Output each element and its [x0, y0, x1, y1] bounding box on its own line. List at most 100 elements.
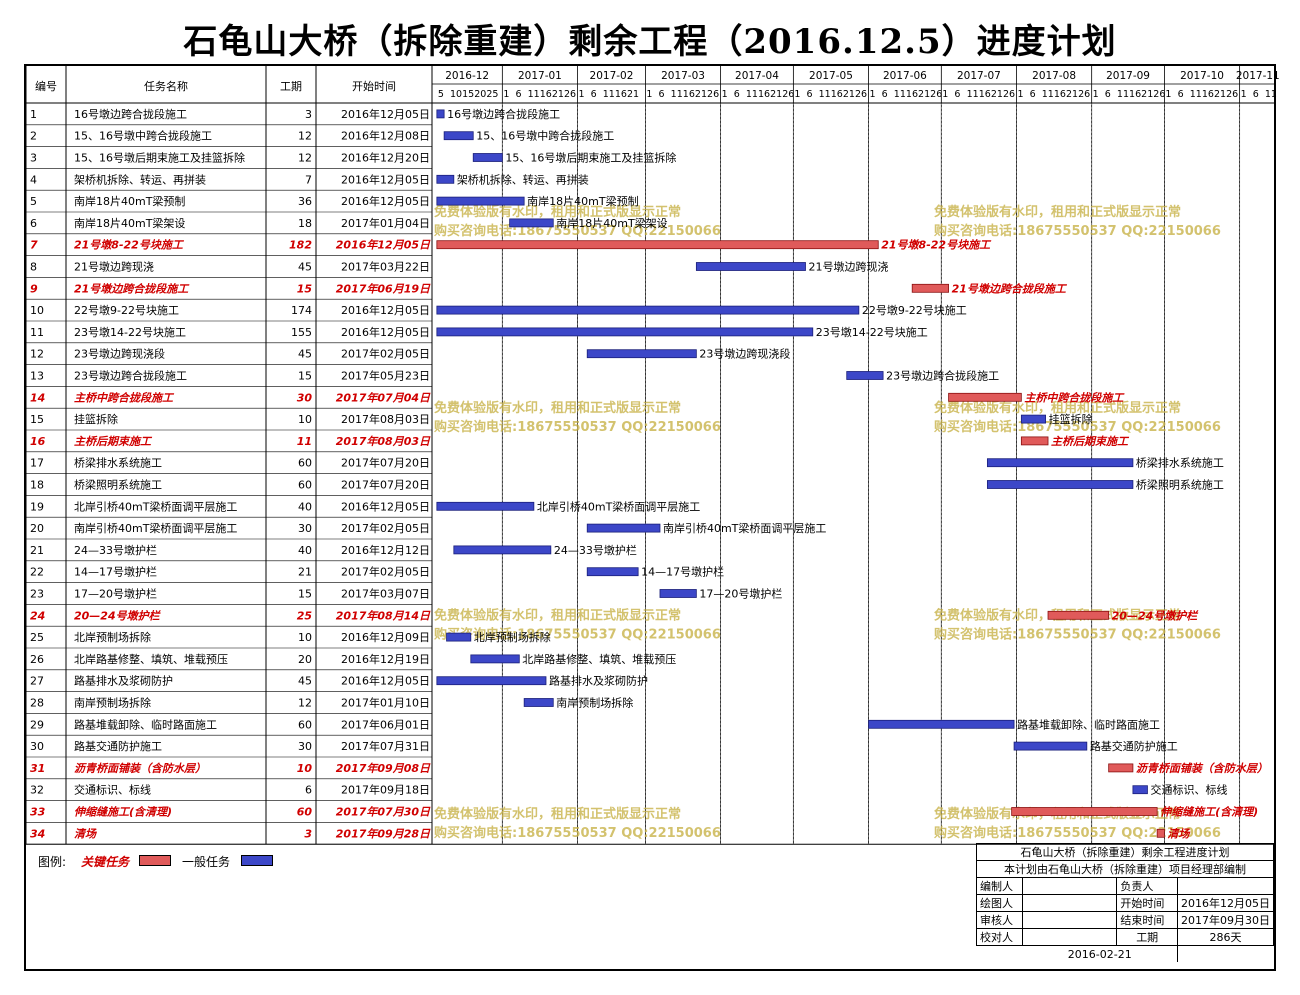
day-tick-label: 1: [503, 89, 509, 100]
day-tick-label: 6: [1178, 89, 1184, 100]
day-tick-label: 6: [1253, 89, 1259, 100]
task-id: 2: [30, 130, 37, 143]
day-tick-label: 1: [1093, 89, 1099, 100]
plan-title: 石龟山大桥（拆除重建）剩余工程进度计划: [976, 843, 1274, 861]
day-tick-label: 16: [683, 89, 695, 100]
task-bar-label: 22号墩9-22号块施工: [862, 303, 967, 317]
checker-label: 校对人: [976, 928, 1023, 946]
task-duration: 15: [297, 282, 313, 295]
normal-task-bar: [659, 589, 697, 598]
task-id: 25: [30, 631, 44, 644]
day-tick-label: 26: [1226, 89, 1238, 100]
day-tick-label: 6: [515, 89, 521, 100]
critical-task-bar: [948, 392, 1022, 402]
task-name: 23号墩边跨现浇段: [74, 347, 165, 361]
normal-task-bar: [1132, 785, 1148, 795]
day-tick-label: 11: [1190, 89, 1202, 100]
task-id: 16: [30, 435, 46, 448]
day-tick-label: 6: [806, 89, 812, 100]
task-id: 24: [30, 609, 45, 622]
task-id: 6: [30, 217, 37, 230]
watermark-line: 购买咨询电话:18675550537 QQ:22150066: [434, 825, 721, 841]
normal-task-bar: [986, 480, 1134, 489]
task-duration: 20: [298, 653, 312, 666]
task-name: 23号墩14-22号块施工: [74, 325, 186, 339]
normal-task-bar: [846, 371, 884, 380]
task-name: 交通标识、标线: [74, 783, 151, 797]
task-duration: 60: [298, 479, 312, 492]
critical-task-bar: [436, 240, 879, 250]
task-start: 2016年12月08日: [341, 129, 430, 143]
task-id: 12: [30, 348, 44, 361]
task-bar-label: 架桥机拆除、转运、再拼装: [457, 172, 589, 186]
task-bar-label: 23号墩14-22号块施工: [816, 325, 928, 339]
task-duration: 60: [297, 806, 313, 819]
day-tick-label: 20: [474, 89, 486, 100]
watermark-line: 购买咨询电话:18675550537 QQ:22150066: [434, 627, 721, 643]
legend-critical-swatch: [139, 855, 171, 866]
column-header-dur: 工期: [280, 80, 302, 93]
day-tick-label: 21: [843, 89, 855, 100]
month-label: 2017-05: [809, 70, 853, 82]
task-start: 2016年12月05日: [341, 499, 430, 513]
task-duration: 12: [298, 152, 312, 165]
task-bar-label: 路基堆载卸除、临时路面施工: [1017, 717, 1160, 731]
day-tick-label: 6: [591, 89, 597, 100]
task-name: 21号墩边跨合拢段施工: [74, 282, 190, 295]
month-label: 2017-04: [735, 70, 779, 82]
task-duration: 60: [298, 457, 312, 470]
day-tick-label: 6: [1105, 89, 1111, 100]
day-tick-label: 26: [564, 89, 576, 100]
task-id: 5: [30, 195, 37, 208]
task-id: 3: [30, 152, 37, 165]
task-id: 22: [30, 566, 44, 579]
task-start: 2016年12月05日: [341, 172, 430, 186]
task-bar-label: 16号墩边跨合拢段施工: [447, 107, 560, 121]
task-bar-label: 23号墩边跨合拢段施工: [886, 369, 999, 383]
day-tick-label: 1: [646, 89, 652, 100]
task-duration: 3: [305, 108, 312, 121]
task-bar-label: 伸缩缝施工(含清理): [1160, 806, 1258, 819]
task-bar-label: 15、16号墩中跨合拢段施工: [476, 129, 614, 143]
normal-task-bar: [509, 218, 554, 228]
month-label: 2017-11: [1236, 70, 1280, 82]
watermark-line: 购买咨询电话:18675550537 QQ:22150066: [434, 419, 721, 435]
end-value: 2017年09月30日: [1177, 911, 1274, 929]
task-id: 23: [30, 588, 44, 601]
task-name: 南岸预制场拆除: [74, 696, 151, 710]
day-tick-label: 16: [906, 89, 918, 100]
task-start: 2017年02月05日: [341, 521, 430, 535]
day-tick-label: 1: [722, 89, 728, 100]
task-bar-label: 清场: [1167, 827, 1191, 840]
day-tick-label: 25: [486, 89, 498, 100]
day-tick-label: 21: [1066, 89, 1078, 100]
day-tick-label: 11: [1265, 89, 1277, 100]
day-tick-label: 6: [734, 89, 740, 100]
task-name: 路基排水及浆砌防护: [74, 674, 173, 688]
task-duration: 40: [298, 500, 312, 513]
task-start: 2017年01月10日: [341, 696, 430, 710]
task-start: 2017年06月01日: [341, 717, 430, 731]
normal-task-bar: [446, 632, 472, 642]
day-tick-label: 16: [615, 89, 627, 100]
day-tick-label: 26: [1153, 89, 1165, 100]
duration-label: 工期: [1116, 928, 1178, 946]
normal-task-bar: [586, 567, 639, 577]
task-name: 21号墩8-22号块施工: [74, 239, 185, 252]
task-start: 2016年12月12日: [341, 543, 430, 557]
day-tick-label: 26: [1003, 89, 1015, 100]
day-tick-label: 1: [942, 89, 948, 100]
task-bar-label: 21号墩边跨现浇: [808, 260, 888, 274]
normal-task-bar: [436, 676, 547, 686]
task-name: 桥梁排水系统施工: [74, 456, 162, 470]
task-start: 2017年07月20日: [341, 456, 430, 470]
task-id: 13: [30, 370, 44, 383]
plan-by: 本计划由石龟山大桥（拆除重建）项目经理部编制: [976, 860, 1274, 878]
critical-task-bar: [1020, 436, 1049, 446]
task-start: 2017年07月31日: [341, 739, 430, 753]
task-duration: 10: [298, 413, 312, 426]
day-tick-label: 1: [1017, 89, 1023, 100]
normal-task-bar: [868, 719, 1015, 729]
